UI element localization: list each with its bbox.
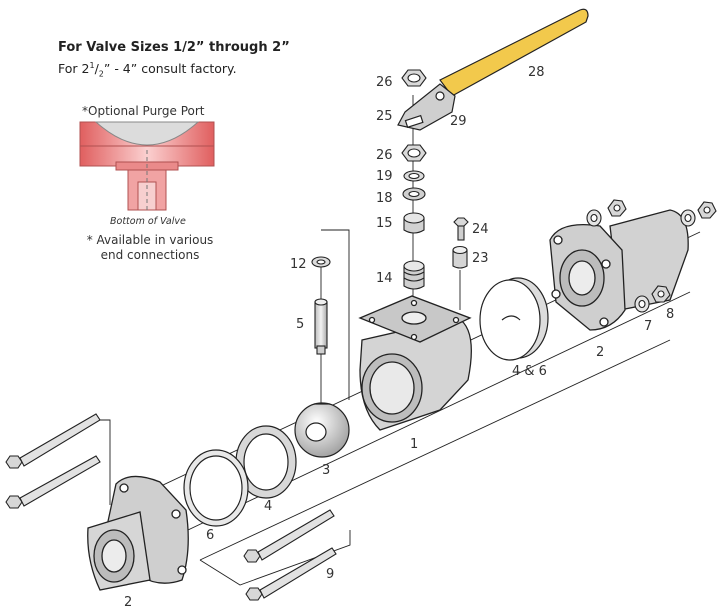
purge-port-inset — [79, 121, 215, 212]
nut-8-far — [697, 201, 717, 219]
bolt-9-lower-left — [5, 455, 101, 509]
label-24: 24 — [472, 222, 489, 237]
stem-bracket — [321, 229, 350, 400]
label-8: 8 — [666, 307, 674, 322]
bolt-24 — [453, 217, 469, 241]
label-14: 14 — [376, 271, 393, 286]
stem-packing-14 — [403, 260, 425, 290]
label-25: 25 — [376, 109, 393, 124]
label-29: 29 — [450, 114, 467, 129]
washer-7-low — [634, 295, 650, 313]
bottom-bolt-bracket — [199, 530, 351, 586]
label-18: 18 — [376, 191, 393, 206]
label-1: 1 — [410, 437, 418, 452]
handle-grip — [439, 8, 589, 97]
nut-26-top — [401, 69, 427, 87]
part-labels: 26 25 29 28 26 19 18 15 24 23 14 12 5 3 … — [124, 65, 674, 610]
purge-ball-section — [94, 121, 200, 146]
handle-lever — [397, 8, 589, 131]
label-7: 7 — [644, 319, 652, 334]
purge-port-caption: Bottom of Valve — [110, 216, 186, 227]
nut-8-low — [651, 285, 671, 303]
diagram-subtitle: For 21/2” - 4” consult factory. — [58, 61, 237, 79]
label-6: 6 — [206, 528, 214, 543]
diagram-title: For Valve Sizes 1/2” through 2” — [58, 40, 290, 55]
label-9: 9 — [326, 567, 334, 582]
left-bolt-bracket — [98, 419, 111, 505]
label-2-left: 2 — [124, 595, 132, 610]
label-15: 15 — [376, 216, 393, 231]
purge-port-title: *Optional Purge Port — [82, 104, 205, 118]
bolt-9-lower-bottom — [245, 547, 337, 601]
label-26-lower: 26 — [376, 148, 393, 163]
label-12: 12 — [290, 257, 307, 272]
ball-3 — [294, 402, 350, 458]
handle-hole — [435, 91, 445, 101]
end-cap-right-2 — [549, 209, 689, 331]
washer-19 — [403, 170, 425, 182]
gland-15 — [403, 212, 425, 234]
label-23: 23 — [472, 251, 489, 266]
label-4: 4 — [264, 499, 272, 514]
stem-5 — [314, 298, 328, 355]
washer-7-far — [680, 209, 696, 227]
bolt-9-upper-left — [5, 413, 101, 469]
washer-7-top — [586, 209, 602, 227]
handle-slot — [404, 114, 424, 129]
seal-6 — [183, 449, 249, 527]
label-5: 5 — [296, 317, 304, 332]
seat-4-and-6-right — [479, 277, 549, 361]
axis-line-lower — [199, 339, 671, 561]
seal-12 — [311, 256, 331, 268]
label-4-and-6: 4 & 6 — [512, 364, 547, 379]
label-28: 28 — [528, 65, 545, 80]
label-2-right: 2 — [596, 345, 604, 360]
label-19: 19 — [376, 169, 393, 184]
spacer-23 — [452, 245, 468, 269]
bolt-9-upper-bottom — [243, 509, 335, 563]
label-26-top: 26 — [376, 75, 393, 90]
belleville-18 — [402, 187, 426, 201]
nut-26-lower — [401, 144, 427, 162]
nut-8-top — [607, 199, 627, 217]
end-cap-left-2 — [87, 475, 189, 591]
seat-4 — [235, 425, 297, 499]
label-3: 3 — [322, 463, 330, 478]
valve-body-1 — [358, 295, 472, 431]
end-connection-note: * Available in various end connections — [86, 233, 214, 262]
